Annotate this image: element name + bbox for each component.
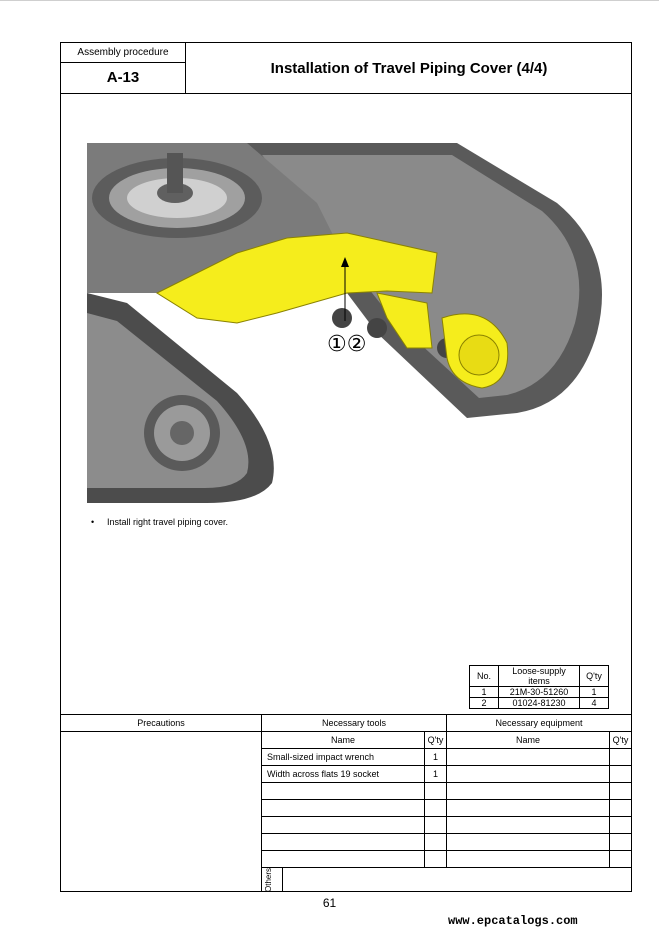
instruction-text: Install right travel piping cover. <box>107 517 229 527</box>
equipment-name-header: Name <box>515 735 540 745</box>
bullet-marker: • <box>91 517 95 527</box>
instruction-item: • Install right travel piping cover. <box>91 517 228 527</box>
loose-supply-table: No. Loose-supply items Q'ty 1 21M-30-512… <box>469 665 609 709</box>
others-label: Others <box>264 867 273 892</box>
tools-heading: Necessary tools <box>321 718 387 728</box>
equipment-qty-header: Q'ty <box>612 735 629 745</box>
row-qty: 1 <box>579 686 609 698</box>
header-no: No. <box>469 665 499 687</box>
tools-name-header: Name <box>330 735 355 745</box>
table-row: 2 01024-81230 4 <box>469 697 609 709</box>
tool-qty: 1 <box>432 752 438 762</box>
document-frame: Assembly procedure A-13 Installation of … <box>60 42 632 892</box>
table-header-row: No. Loose-supply items Q'ty <box>469 665 609 687</box>
excavator-undercarriage-illustration: ①② <box>87 143 602 503</box>
row-no: 1 <box>469 686 499 698</box>
requirements-section: Precautions Necessary tools Necessary eq… <box>61 714 631 892</box>
row-part-number: 01024-81230 <box>498 697 580 709</box>
tools-qty-header: Q'ty <box>427 735 444 745</box>
tool-name: Small-sized impact wrench <box>267 752 375 762</box>
equipment-heading: Necessary equipment <box>495 718 583 728</box>
header-item: Loose-supply items <box>498 665 580 687</box>
header-divider <box>61 93 631 94</box>
table-row: 1 21M-30-51260 1 <box>469 686 609 698</box>
tool-qty: 1 <box>432 769 438 779</box>
top-rule <box>0 0 659 1</box>
page-number: 61 <box>322 896 337 910</box>
row-no: 2 <box>469 697 499 709</box>
procedure-label: Assembly procedure <box>61 43 185 63</box>
row-qty: 4 <box>579 697 609 709</box>
tool-name: Width across flats 19 socket <box>267 769 380 779</box>
procedure-box: Assembly procedure A-13 <box>61 43 186 93</box>
precautions-heading: Precautions <box>137 718 185 728</box>
callout-label: ①② <box>327 332 366 357</box>
procedure-code: A-13 <box>106 69 140 86</box>
travel-piping-cover-highlight <box>155 232 438 324</box>
site-watermark: www.epcatalogs.com <box>448 914 578 928</box>
row-part-number: 21M-30-51260 <box>498 686 580 698</box>
page-title: Installation of Travel Piping Cover (4/4… <box>270 60 548 77</box>
header-qty: Q'ty <box>579 665 609 687</box>
